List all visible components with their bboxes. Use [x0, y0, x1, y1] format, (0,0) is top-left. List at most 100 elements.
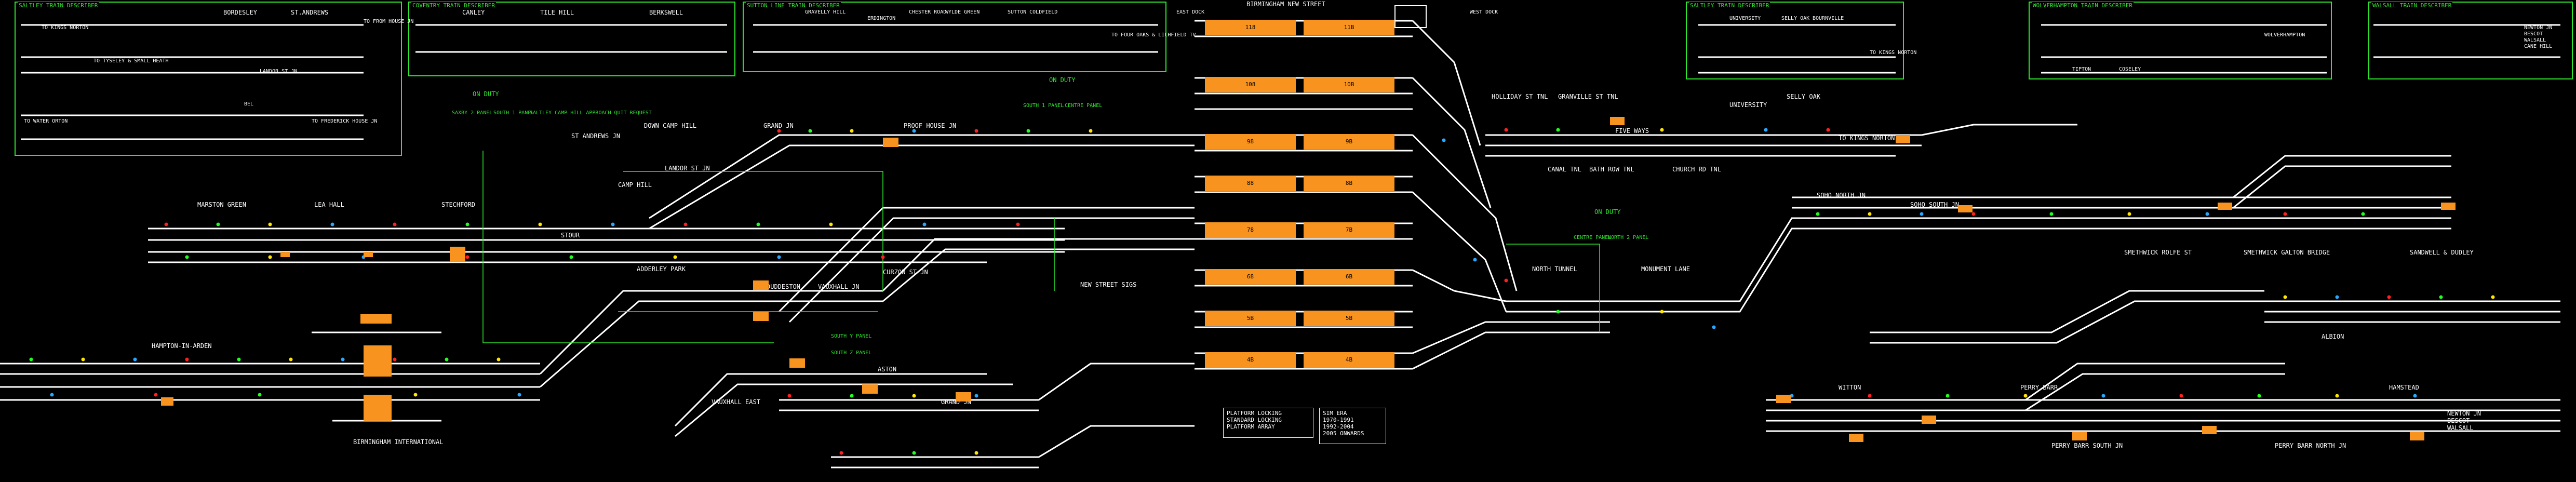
signal-head-icon[interactable] [1790, 394, 1794, 398]
signal-head-icon[interactable] [2335, 295, 2339, 299]
signal-head-icon[interactable] [29, 357, 33, 362]
signal-head-icon[interactable] [912, 394, 916, 398]
signal-head-icon[interactable] [465, 222, 469, 226]
signal-head-icon[interactable] [258, 393, 262, 397]
signal-head-icon[interactable] [683, 222, 688, 226]
signal-head-icon[interactable] [393, 222, 397, 226]
signal-head-icon[interactable] [1473, 258, 1477, 262]
platform-berth[interactable]: 78 [1205, 222, 1296, 238]
signal-head-icon[interactable] [974, 129, 978, 133]
signal-head-icon[interactable] [787, 394, 791, 398]
platform-berth[interactable]: 5B [1304, 311, 1394, 326]
platform-berth[interactable]: 98 [1205, 134, 1296, 150]
occupied-berth[interactable] [753, 280, 769, 290]
signal-head-icon[interactable] [237, 357, 241, 362]
signal-head-icon[interactable] [164, 222, 168, 226]
signal-head-icon[interactable] [2491, 295, 2495, 299]
signal-head-icon[interactable] [2023, 394, 2028, 398]
signal-head-icon[interactable] [850, 394, 854, 398]
signal-head-icon[interactable] [50, 393, 54, 397]
signal-head-icon[interactable] [185, 255, 189, 259]
panel-name[interactable]: SOUTH Y PANEL [831, 333, 872, 339]
platform-berth[interactable]: 4B [1205, 352, 1296, 368]
signal-head-icon[interactable] [922, 222, 927, 226]
occupied-berth[interactable] [2410, 432, 2424, 440]
occupied-berth[interactable] [1922, 416, 1936, 424]
signal-head-icon[interactable] [517, 393, 521, 397]
panel-name[interactable]: CENTRE PANEL [1065, 103, 1103, 109]
signal-head-icon[interactable] [611, 222, 615, 226]
panel-name[interactable]: SAXBY 2 PANEL [452, 110, 493, 116]
occupied-berth[interactable] [1776, 395, 1791, 403]
platform-berth[interactable]: 108 [1205, 77, 1296, 92]
panel-name[interactable]: SOUTH Z PANEL [831, 350, 872, 356]
camera-icon[interactable] [1394, 5, 1427, 28]
signal-head-icon[interactable] [133, 357, 137, 362]
signal-head-icon[interactable] [81, 357, 85, 362]
platform-berth[interactable]: 7B [1304, 222, 1394, 238]
signal-head-icon[interactable] [1556, 128, 1560, 132]
signal-head-icon[interactable] [268, 255, 272, 259]
signal-head-icon[interactable] [185, 357, 189, 362]
signal-head-icon[interactable] [330, 222, 334, 226]
signal-head-icon[interactable] [673, 255, 677, 259]
signal-head-icon[interactable] [2361, 212, 2365, 216]
signal-head-icon[interactable] [777, 255, 781, 259]
signal-head-icon[interactable] [2413, 394, 2417, 398]
occupied-berth[interactable] [2218, 203, 2232, 210]
occupied-berth[interactable] [161, 397, 173, 406]
signal-head-icon[interactable] [538, 222, 542, 226]
signal-head-icon[interactable] [2439, 295, 2443, 299]
signal-head-icon[interactable] [839, 451, 843, 455]
signal-head-icon[interactable] [1826, 128, 1830, 132]
occupied-berth[interactable] [2072, 432, 2087, 440]
signal-head-icon[interactable] [341, 357, 345, 362]
signal-head-icon[interactable] [393, 357, 397, 362]
signal-head-icon[interactable] [1764, 128, 1768, 132]
signal-head-icon[interactable] [2179, 394, 2183, 398]
platform-berth[interactable]: 4B [1304, 352, 1394, 368]
panel-name[interactable]: NORTH 2 PANEL [1608, 235, 1649, 240]
signal-head-icon[interactable] [1556, 310, 1560, 314]
signal-head-icon[interactable] [1712, 325, 1716, 329]
occupied-berth[interactable] [862, 384, 878, 394]
signal-head-icon[interactable] [756, 222, 760, 226]
signal-head-icon[interactable] [829, 222, 833, 226]
signal-head-icon[interactable] [881, 255, 885, 259]
occupied-berth[interactable] [280, 252, 290, 257]
platform-berth[interactable]: 118 [1205, 20, 1296, 35]
signal-head-icon[interactable] [1868, 212, 1872, 216]
signal-head-icon[interactable] [2101, 394, 2105, 398]
signal-head-icon[interactable] [445, 357, 449, 362]
panel-name[interactable]: SALTLEY CAMP HILL APPROACH QUIT REQUEST [530, 110, 652, 116]
platform-berth[interactable]: 5B [1205, 311, 1296, 326]
occupied-berth[interactable] [364, 345, 392, 377]
occupied-berth[interactable] [2441, 203, 2456, 210]
platform-berth[interactable]: 10B [1304, 77, 1394, 92]
signal-head-icon[interactable] [1946, 394, 1950, 398]
occupied-berth[interactable] [450, 247, 465, 262]
occupied-berth[interactable] [2202, 426, 2217, 434]
occupied-berth[interactable] [1610, 117, 1625, 125]
signal-head-icon[interactable] [777, 129, 781, 133]
occupied-berth[interactable] [1896, 135, 1910, 143]
signal-head-icon[interactable] [2257, 394, 2261, 398]
occupied-berth[interactable] [360, 314, 392, 324]
signal-head-icon[interactable] [216, 222, 220, 226]
platform-berth[interactable]: 6B [1304, 269, 1394, 285]
signal-head-icon[interactable] [1660, 310, 1664, 314]
occupied-berth[interactable] [956, 392, 971, 401]
signal-head-icon[interactable] [1920, 212, 1924, 216]
signal-head-icon[interactable] [1016, 222, 1020, 226]
signal-head-icon[interactable] [1971, 212, 1976, 216]
signal-head-icon[interactable] [154, 393, 158, 397]
signal-head-icon[interactable] [912, 129, 916, 133]
platform-berth[interactable]: 9B [1304, 134, 1394, 150]
occupied-berth[interactable] [1849, 434, 1863, 442]
signal-head-icon[interactable] [850, 129, 854, 133]
signal-head-icon[interactable] [569, 255, 573, 259]
occupied-berth[interactable] [1958, 205, 1973, 212]
signal-head-icon[interactable] [1816, 212, 1820, 216]
signal-head-icon[interactable] [1660, 128, 1664, 132]
occupied-berth[interactable] [364, 252, 373, 257]
